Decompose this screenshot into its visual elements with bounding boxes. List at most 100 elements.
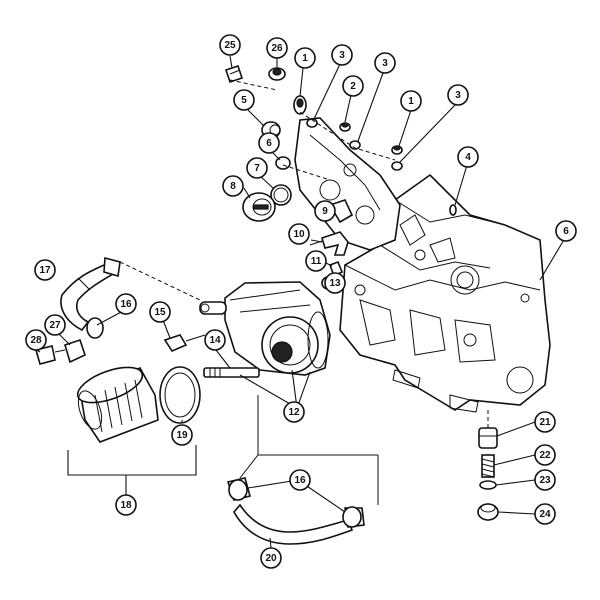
callout-number: 15 [154,307,166,318]
callout-circle [288,223,310,245]
callout-19: 19 [171,424,193,446]
callouts: 1123334566789101112131415161617181920212… [25,34,577,569]
callout-16: 16 [289,469,311,491]
callout-circle [260,547,282,569]
callout-circle [149,301,171,323]
hose-clamp [228,479,248,501]
callout-circle [222,175,244,197]
callout-22: 22 [534,444,556,466]
callout-circle [289,469,311,491]
callout-circle [324,272,346,294]
callout-circle [447,84,469,106]
callout-circle [171,424,193,446]
callout-6: 6 [555,220,577,242]
callout-9: 9 [314,200,336,222]
filter-adapter [199,281,331,376]
callout-15: 15 [149,301,171,323]
o-ring-23 [479,480,497,490]
cover-housing [294,117,401,251]
callout-11: 11 [305,250,327,272]
bolt [163,334,206,353]
callout-24: 24 [534,503,556,525]
callout-number: 6 [266,138,272,149]
callout-circle [305,250,327,272]
callout-number: 16 [294,475,306,486]
callout-7: 7 [246,157,268,179]
callout-number: 16 [120,299,132,310]
callout-circle [204,329,226,351]
callout-circle [219,34,241,56]
callout-number: 3 [455,90,461,101]
callout-circle [115,494,137,516]
callout-number: 28 [30,335,42,346]
callout-3: 3 [447,84,469,106]
callout-18: 18 [115,494,137,516]
callout-number: 23 [539,475,551,486]
callout-number: 27 [49,320,61,331]
plug-25 [224,64,244,84]
hose-clamp [342,506,362,528]
callout-number: 2 [350,81,356,92]
callout-number: 1 [408,96,414,107]
hose-fitting [35,338,86,365]
callout-23: 23 [534,469,556,491]
callout-27: 27 [44,314,66,336]
callout-number: 20 [265,553,277,564]
hose-clamp [86,317,104,339]
callout-circle [44,314,66,336]
callout-circle [246,157,268,179]
oil-filter [76,366,159,443]
callout-number: 11 [311,256,322,267]
callout-circle [534,503,556,525]
callout-16: 16 [115,293,137,315]
callout-number: 22 [539,450,551,461]
callout-number: 5 [241,95,247,106]
callout-number: 24 [539,509,551,520]
leader-lines [29,55,566,549]
callout-number: 9 [322,206,328,217]
upper-hose [60,256,121,332]
callout-number: 21 [539,417,551,428]
callout-20: 20 [260,547,282,569]
callout-1: 1 [400,90,422,112]
callout-3: 3 [331,44,353,66]
callout-3: 3 [374,52,396,74]
callout-number: 26 [271,43,283,54]
callout-5: 5 [233,89,255,111]
threaded-stud [203,367,260,378]
callout-circle [294,47,316,69]
callout-circle [534,411,556,433]
callout-number: 17 [39,265,51,276]
callout-4: 4 [457,146,479,168]
plug-26 [268,67,286,81]
plug-24 [477,503,499,521]
callout-circle [34,259,56,281]
callout-circle [331,44,353,66]
callout-number: 4 [465,152,471,163]
callout-circle [25,329,47,351]
callout-10: 10 [288,223,310,245]
callout-25: 25 [219,34,241,56]
callout-number: 8 [230,181,236,192]
callout-6: 6 [258,132,280,154]
spring-22 [481,454,495,478]
callout-circle [266,37,288,59]
assembly-lines [119,79,489,505]
pin-4 [449,204,457,216]
callout-number: 12 [288,407,300,418]
callout-1: 1 [294,47,316,69]
callout-number: 3 [339,50,345,61]
callout-circle [314,200,336,222]
callout-2: 2 [342,75,364,97]
callout-circle [342,75,364,97]
callout-circle [258,132,280,154]
callout-circle [534,444,556,466]
callout-26: 26 [266,37,288,59]
callout-number: 1 [302,53,308,64]
callout-8: 8 [222,175,244,197]
callout-circle [457,146,479,168]
callout-21: 21 [534,411,556,433]
callout-number: 14 [209,335,221,346]
